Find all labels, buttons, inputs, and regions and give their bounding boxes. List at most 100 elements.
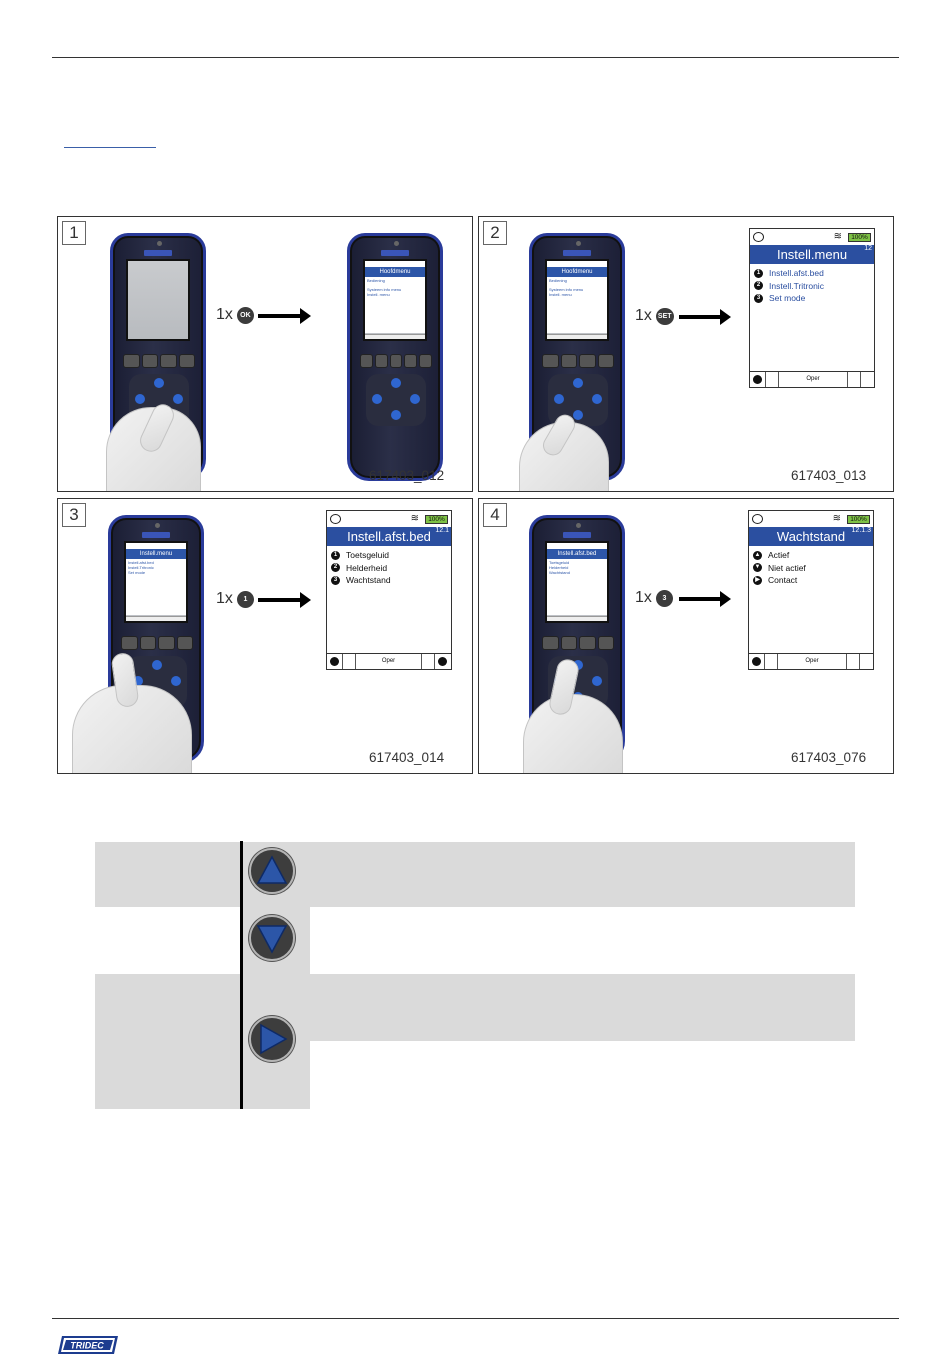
function-keys: [542, 354, 614, 368]
right-arrow-icon: [679, 591, 731, 607]
figure-panel-4: 4 Instell.afst.bed Toetsgeluid Helderhei…: [478, 498, 894, 774]
remote-status-icon: [752, 514, 763, 524]
back-icon[interactable]: [750, 372, 766, 387]
figure-caption: 617403_013: [791, 468, 867, 483]
tridec-logo: [381, 250, 409, 256]
camera-dot: [394, 241, 399, 246]
right-arrow-icon: [258, 308, 311, 324]
footer-label: Oper: [356, 654, 422, 669]
remote-screen-title: Instell.menu: [126, 549, 186, 559]
right-arrow-icon: [679, 309, 731, 325]
hand-illustration: [523, 694, 623, 773]
footer-rule: [52, 1318, 899, 1319]
step-count: 1x: [216, 590, 233, 607]
camera-dot: [576, 523, 581, 528]
table-row-right-top: [310, 974, 855, 1041]
menu-code: 12.1: [435, 527, 449, 534]
remote-screen-title: Hoofdmenu: [547, 267, 607, 277]
function-keys: [121, 636, 193, 650]
key-3-icon: 3: [655, 589, 673, 607]
screen-title: Wachtstand: [749, 527, 873, 546]
table-row-down: [95, 907, 855, 974]
menu-code: 12.1.3: [851, 527, 871, 534]
scroll-down-icon[interactable]: [435, 654, 451, 669]
screen-title: Instell.afst.bed: [327, 527, 451, 546]
battery-indicator: 100%: [847, 515, 870, 524]
figure-caption: 617403_012: [369, 468, 445, 483]
back-icon[interactable]: [327, 654, 343, 669]
down-arrow-icon: [249, 915, 295, 961]
ok-key-icon: OK: [236, 306, 254, 324]
figure-caption: 617403_076: [791, 750, 867, 765]
remote-screen: Instell.afst.bed Toetsgeluid Helderheid …: [545, 541, 609, 623]
figure-panel-2: 2 Hoofdmenu Bediening Systeem info menu …: [478, 216, 894, 492]
tridec-logo: TRIDEC: [58, 1336, 118, 1354]
tridec-logo: [563, 250, 591, 256]
camera-dot: [155, 523, 160, 528]
remote-status-icon: [330, 514, 341, 524]
table-divider: [240, 841, 243, 1109]
device-screen: ≋ 100% Wachtstand 12.1.3 ▲Actief ▼Niet a…: [748, 510, 874, 670]
remote-screen-off: [126, 259, 190, 341]
remote-status-icon: [753, 232, 764, 242]
step-instruction: 1x 1: [216, 590, 254, 608]
right-arrow-icon: [258, 592, 311, 608]
panel-number: 3: [62, 503, 86, 527]
step-instruction: 1x 3: [635, 589, 673, 607]
step-count: 1x: [635, 589, 652, 606]
remote-screen: Instell.menu Instell.afst.bed Instell.Tr…: [124, 541, 188, 623]
panel-number: 4: [483, 503, 507, 527]
footer-label: Oper: [778, 654, 847, 669]
menu-item[interactable]: ▶Contact: [753, 574, 871, 587]
back-icon[interactable]: [749, 654, 765, 669]
menu-item[interactable]: ▲Actief: [753, 550, 790, 561]
figure-panel-1: 1 1x OK Hoofdmenu Bediening Systeem info…: [57, 216, 473, 492]
function-keys: [123, 354, 195, 368]
screen-footer: Oper: [750, 371, 874, 387]
key-1-icon: 1: [236, 590, 254, 608]
wifi-icon: ≋: [832, 513, 841, 524]
step-instruction: 1x OK: [216, 306, 254, 324]
menu-list: ▲Actief ▼Niet actief ▶Contact: [753, 549, 871, 587]
right-arrow-icon: [249, 1016, 295, 1062]
panel-number: 1: [62, 221, 86, 245]
screen-footer: Oper: [749, 653, 873, 669]
menu-item[interactable]: ▼Niet actief: [753, 562, 806, 573]
camera-dot: [157, 241, 162, 246]
screen-footer: Oper: [327, 653, 451, 669]
step-count: 1x: [216, 306, 233, 323]
up-arrow-icon: [249, 848, 295, 894]
step-count: 1x: [635, 307, 652, 324]
battery-indicator: 100%: [848, 233, 871, 242]
remote-screen-list: Instell.afst.bed Instell.Tritronic Set m…: [126, 559, 186, 615]
figure-panel-3: 3 Instell.menu Instell.afst.bed Instell.…: [57, 498, 473, 774]
remote-screen-list: Toetsgeluid Helderheid Wachtstand: [547, 559, 607, 615]
step-instruction: 1x SET: [635, 307, 674, 325]
figure-caption: 617403_014: [369, 750, 445, 765]
header-rule: [52, 57, 899, 58]
panel-number: 2: [483, 221, 507, 245]
wifi-icon: ≋: [410, 513, 419, 524]
remote-screen-list: Bediening Systeem info menu Instell. men…: [365, 277, 425, 333]
table-row-up: [95, 842, 855, 907]
remote-screen-title: Instell.afst.bed: [547, 549, 607, 559]
wifi-icon: ≋: [833, 231, 842, 242]
number-keys: [360, 354, 432, 368]
remote-control-on: Hoofdmenu Bediening Systeem info menu In…: [347, 233, 443, 481]
remote-screen-title: Hoofdmenu: [365, 267, 425, 277]
link-underline[interactable]: [64, 147, 156, 148]
status-bar: ≋ 100%: [749, 511, 873, 527]
function-keys: [542, 636, 614, 650]
remote-screen-list: Bediening Systeem info menu Instell. men…: [547, 277, 607, 333]
set-key-icon: SET: [655, 307, 674, 325]
navigation-pad: [366, 374, 426, 426]
